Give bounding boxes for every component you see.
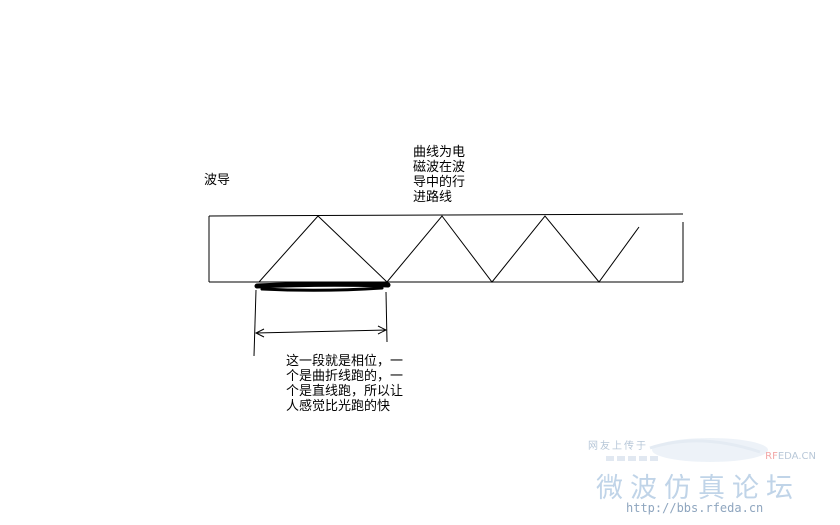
zigzag-path <box>258 215 640 283</box>
watermark-site-rf: RF <box>765 451 778 462</box>
waveguide-label: 波导 <box>204 173 231 188</box>
propagation-path-label: 曲线为电 磁波在波 导中的行 进路线 <box>413 145 466 205</box>
watermark-tagline: 网友上传于 <box>588 441 648 452</box>
phase-explanation-label: 这一段就是相位，一 个是曲折线跑的，一 个是直线跑，所以让 人感觉比光跑的快 <box>286 354 404 414</box>
dimension-bracket <box>253 289 388 357</box>
watermark-site: RFEDA.CN <box>765 451 816 462</box>
watermark-graphic <box>606 438 768 462</box>
waveguide-body <box>208 213 684 283</box>
watermark-url: http://bbs.rfeda.cn <box>626 501 764 515</box>
phase-segment-highlight <box>254 281 391 292</box>
watermark-site-rest: EDA.CN <box>777 451 816 462</box>
watermark-forum-name: 微波仿真论坛 <box>596 473 800 504</box>
